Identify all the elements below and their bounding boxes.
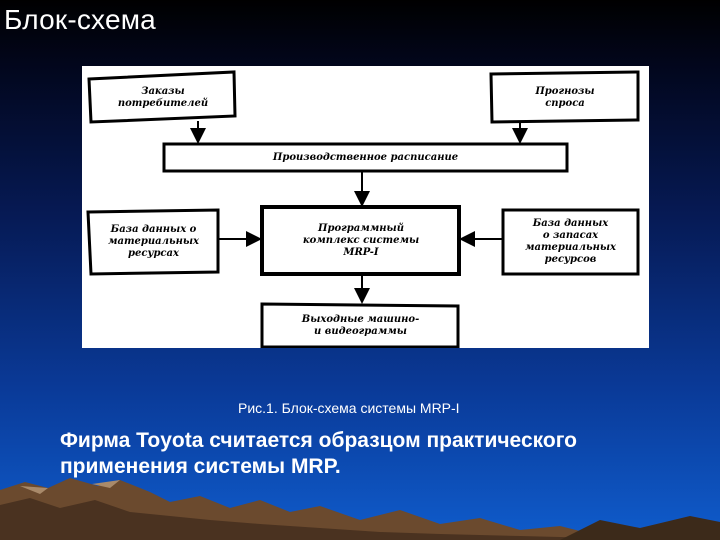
node-output-label: Выходные машино- и видеограммы — [301, 314, 420, 337]
body-text: Фирма Toyota считается образцом практиче… — [60, 429, 578, 478]
flowchart-diagram: Заказы потребителей Прогнозы спроса Прои… — [82, 66, 649, 348]
node-forecasts-box — [489, 70, 640, 124]
node-schedule-label: Производственное расписание — [272, 151, 459, 163]
node-output-box — [260, 302, 460, 348]
slide-title: Блок-схема — [4, 4, 156, 35]
node-forecasts-label: Прогнозы спроса — [535, 85, 595, 109]
flowchart-svg — [86, 70, 640, 348]
figure-caption: Рис.1. Блок-схема системы MRP-I — [238, 400, 460, 416]
node-inventory-db-label: База данных о запасах материальных ресур… — [524, 218, 616, 265]
node-inventory-db-box — [501, 208, 640, 276]
node-materials-db-label: База данных о материальных ресурсах — [107, 224, 199, 259]
mountain-landscape — [0, 478, 720, 540]
node-orders-box — [87, 70, 237, 124]
node-materials-db-box — [86, 208, 220, 276]
node-schedule-box — [162, 142, 569, 173]
node-mrp-software-label: Программный комплекс системы MRP-I — [302, 223, 420, 258]
node-mrp-software-box — [260, 205, 461, 276]
node-orders-label: Заказы потребителей — [117, 86, 209, 109]
